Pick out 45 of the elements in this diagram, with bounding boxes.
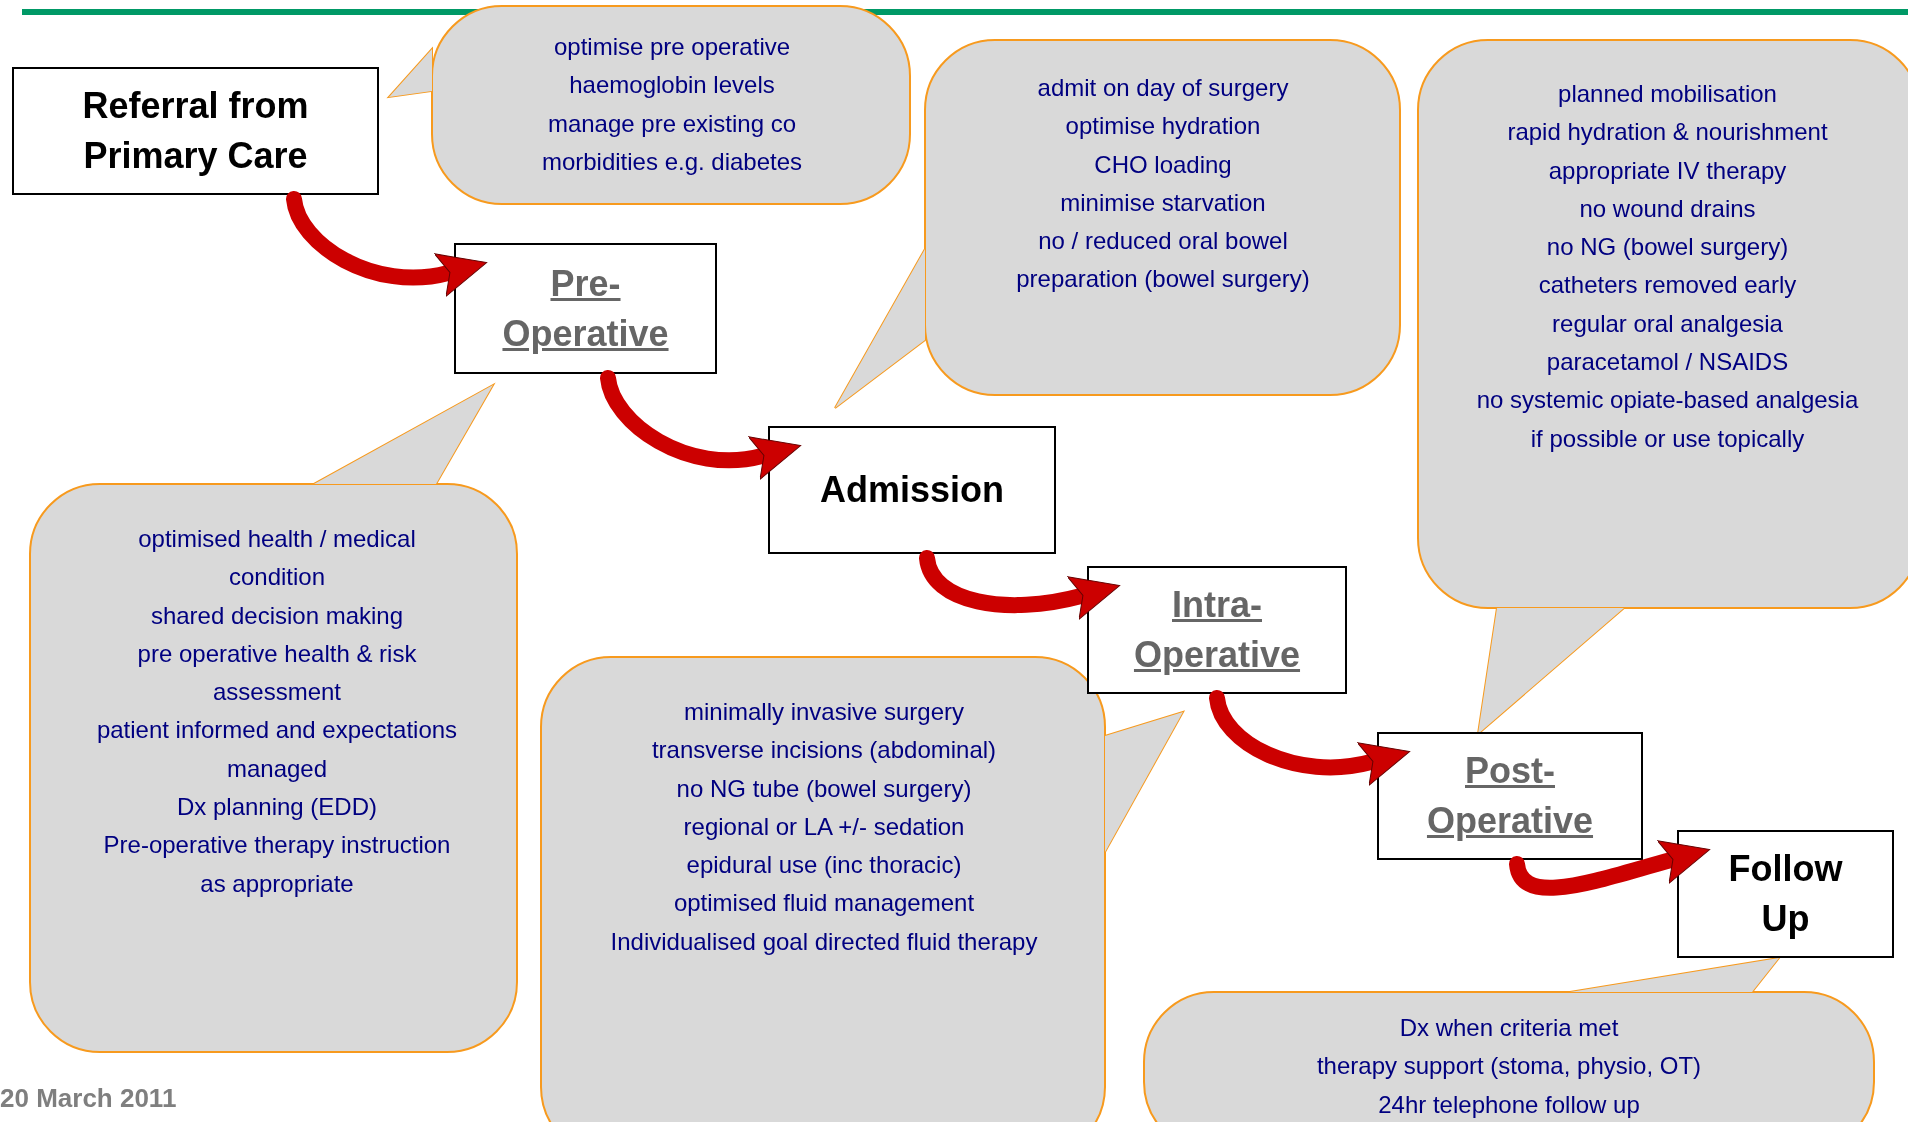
step-box xyxy=(454,243,717,374)
curved-arrow xyxy=(600,370,802,480)
step-title: Post-Operative xyxy=(1425,749,1595,843)
bubble-text: Dx planning (EDD) xyxy=(175,792,379,823)
bubble-text: rapid hydration & nourishment xyxy=(1506,117,1829,148)
step-box xyxy=(1087,566,1347,694)
bubble-text: minimise starvation xyxy=(1059,187,1267,218)
step-title: Pre-Operative xyxy=(501,261,670,356)
bubble-text: no NG (bowel surgery) xyxy=(1545,232,1790,263)
bubble-text: epidural use (inc thoracic) xyxy=(685,850,963,881)
bubble-text: pre operative health & risk assessment xyxy=(136,638,418,708)
step-title: Intra-Operative xyxy=(1132,583,1302,677)
curved-arrow xyxy=(1509,840,1711,896)
bubble-text: CHO loading xyxy=(1093,149,1233,180)
bubble-text: no / reduced oral bowel preparation (bowel surgery) xyxy=(1015,226,1311,295)
step-title: Follow Up xyxy=(1727,847,1844,941)
bubble-text: admit on day of surgery xyxy=(1036,73,1290,103)
bubble-text: regular oral analgesia xyxy=(1551,308,1784,339)
bubble-text: Dx when criteria met xyxy=(1398,1013,1620,1043)
bubble-text: no NG tube (bowel surgery) xyxy=(675,773,973,804)
bubble-text: regional or LA +/- sedation xyxy=(682,811,966,842)
bubble-text: optimise hydration xyxy=(1064,111,1262,142)
step-box xyxy=(12,67,379,195)
bubble-text: Individualised goal directed fluid therapy xyxy=(609,926,1039,957)
bubble-text: catheters removed early xyxy=(1537,270,1798,301)
bubble-text: Pre-operative therapy instruction as appropriate xyxy=(102,830,452,899)
bubble-text: 24hr telephone follow up xyxy=(1377,1089,1641,1120)
bubble-text: transverse incisions (abdominal) xyxy=(650,735,998,766)
bubble-text: planned mobilisation xyxy=(1557,79,1778,109)
step-box xyxy=(768,426,1056,554)
bubble-text: patient informed and expectations managed xyxy=(96,715,458,784)
step-box xyxy=(1677,830,1894,958)
bubble-text: paracetamol / NSAIDS xyxy=(1545,347,1790,378)
bubble-text: no systemic opiate-based analgesia if possible or use topically xyxy=(1475,385,1860,454)
bubble-text: minimally invasive surgery xyxy=(682,697,966,727)
bubble-text: shared decision making xyxy=(149,600,405,631)
bubble-text: optimised fluid management xyxy=(672,888,976,919)
bubble-text: no wound drains xyxy=(1578,193,1757,224)
step-title: Referral from Primary Care xyxy=(81,84,310,178)
bubble-text: manage pre existing co morbidities e.g. diabetes xyxy=(540,108,804,177)
bubble-text: therapy support (stoma, physio, OT) xyxy=(1315,1051,1703,1082)
bubble-text: appropriate IV therapy xyxy=(1547,155,1788,186)
date-label: 20 March 2011 xyxy=(0,1083,177,1114)
step-title: Admission xyxy=(820,468,1004,512)
step-box xyxy=(1377,732,1643,860)
